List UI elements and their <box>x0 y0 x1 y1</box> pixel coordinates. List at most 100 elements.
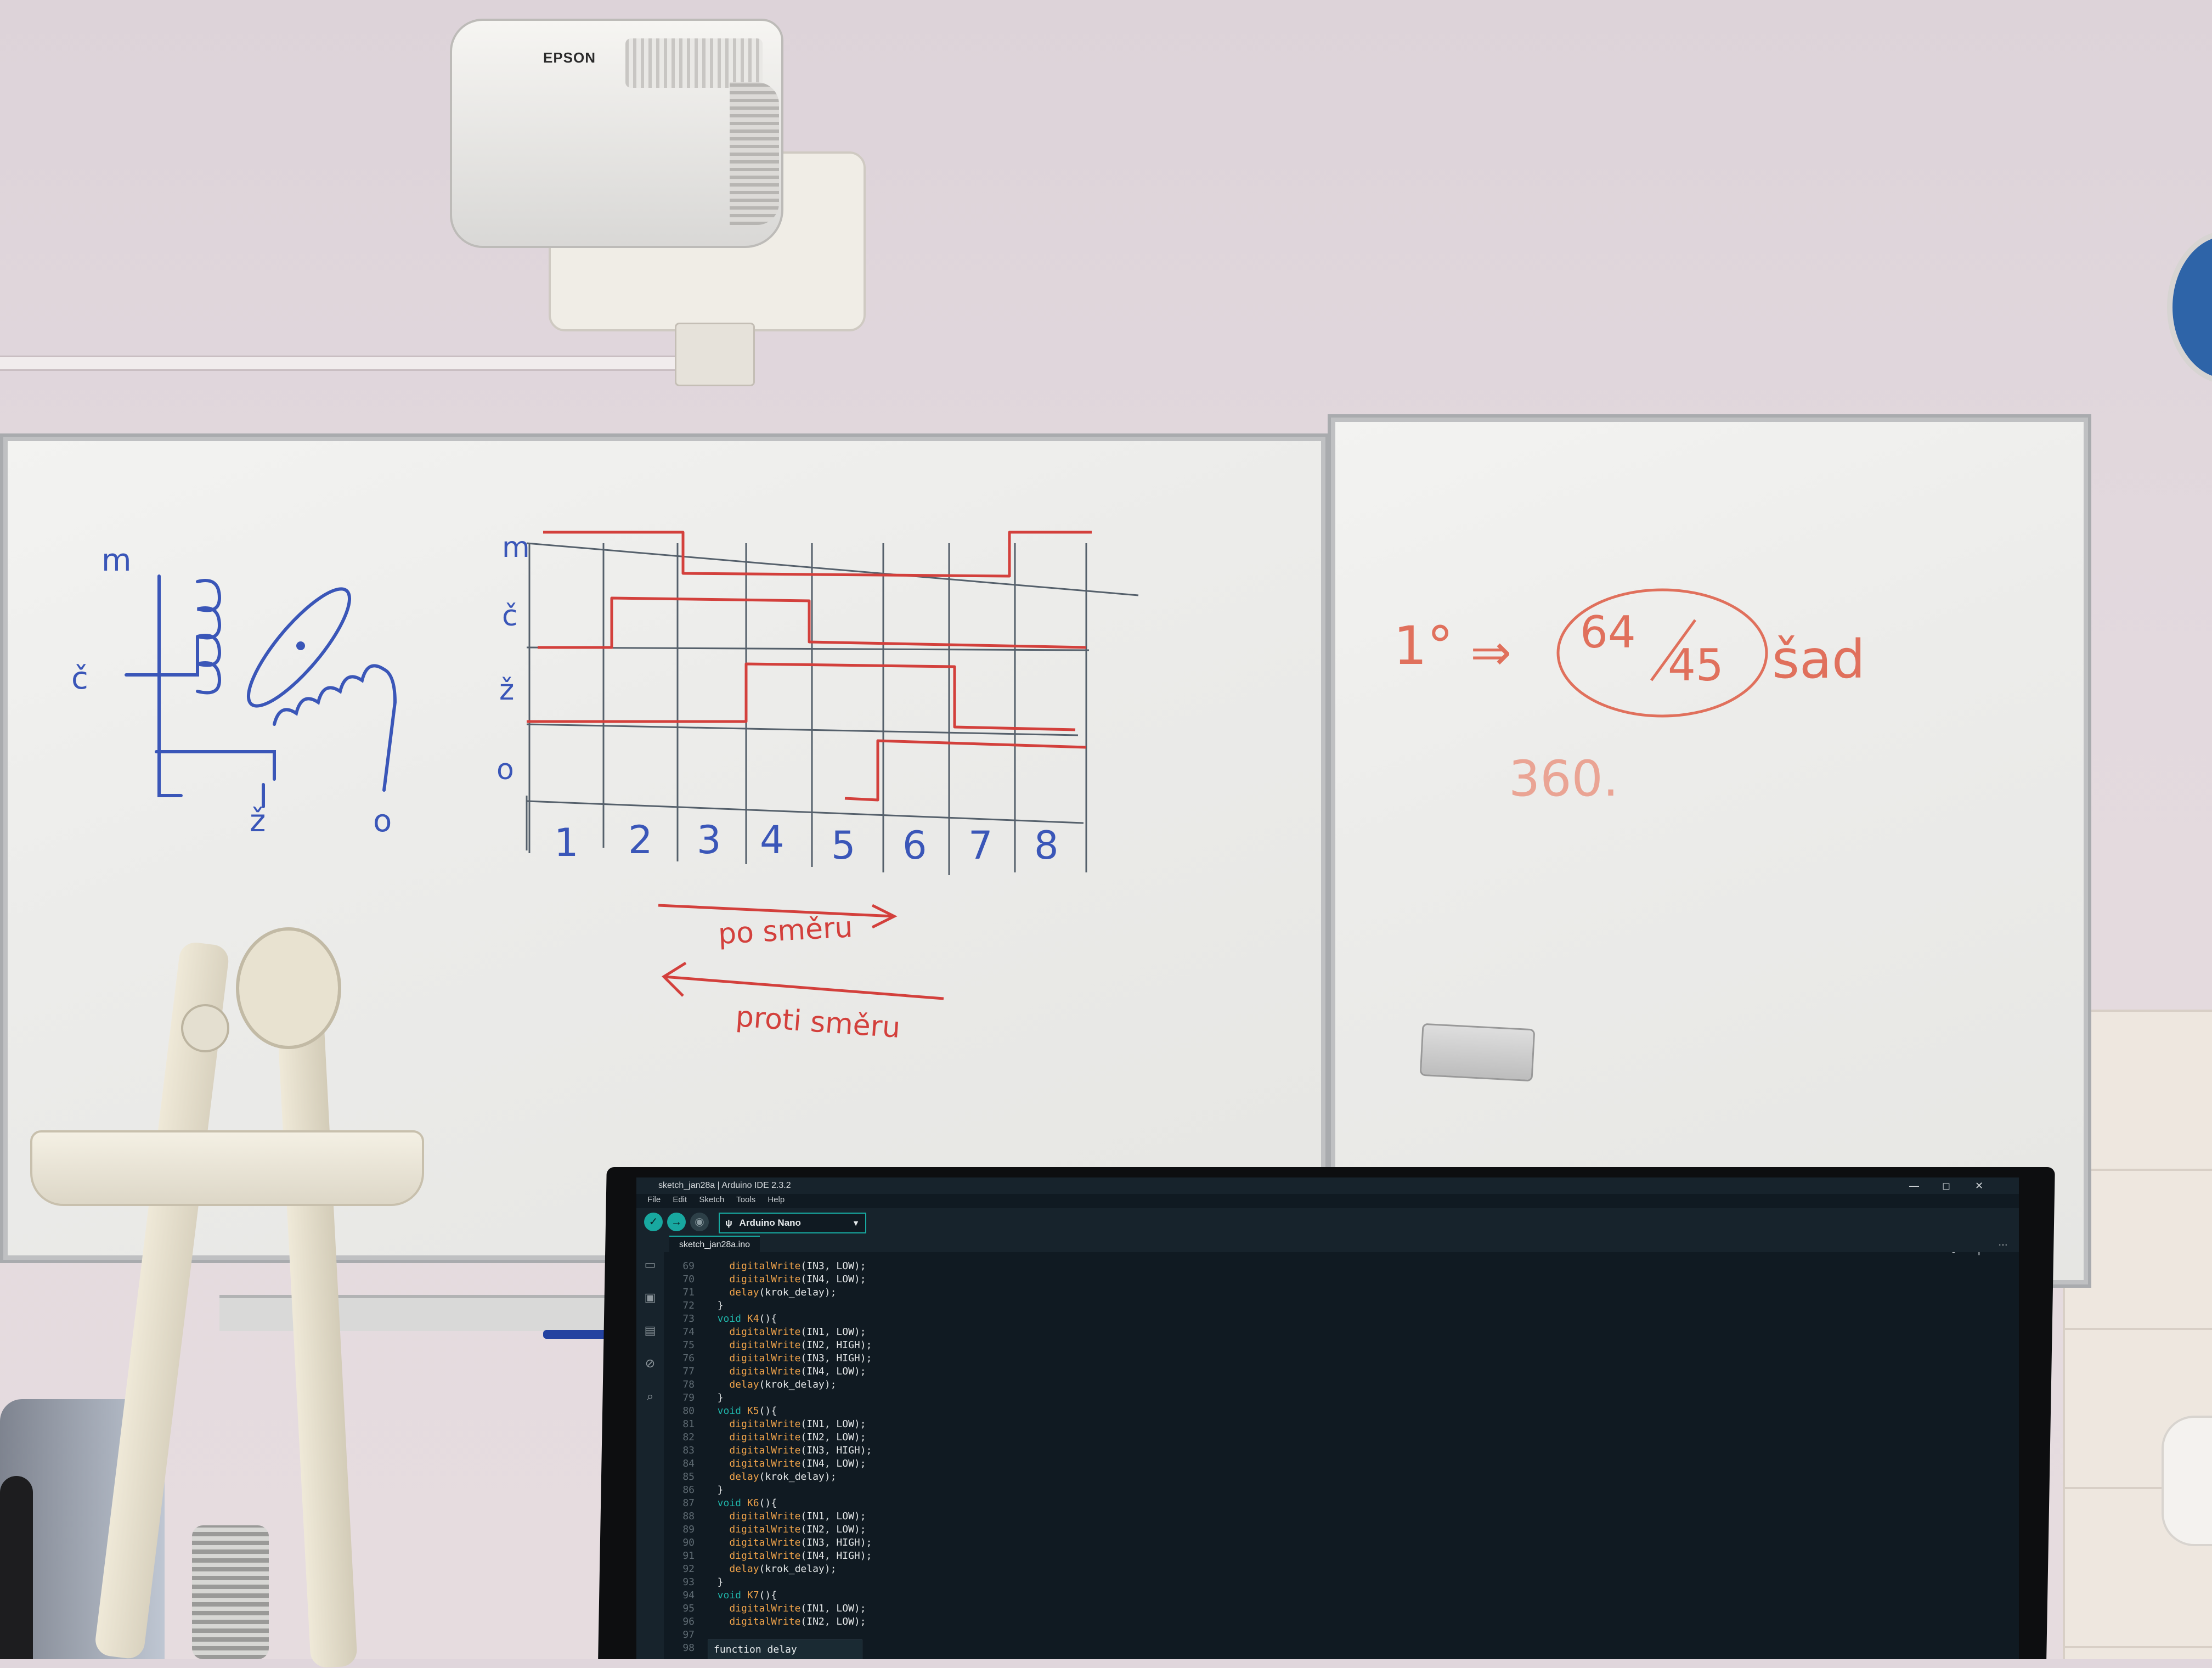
coil-label-c: č <box>71 661 88 696</box>
verify-button[interactable]: ✓ <box>644 1213 663 1231</box>
code-line: 73 void K4(){ <box>667 1312 872 1326</box>
chevron-down-icon: ▼ <box>852 1219 860 1227</box>
tab-sketch[interactable]: sketch_jan28a.ino <box>669 1236 760 1253</box>
boards-manager-icon[interactable]: ▣ <box>644 1291 656 1304</box>
code-token: (IN1, LOW); <box>800 1603 866 1614</box>
whiteboard-right-frame <box>1328 414 2091 1288</box>
projector-sensor <box>675 323 755 386</box>
menu-tools[interactable]: Tools <box>736 1195 756 1204</box>
code-token: digitalWrite <box>706 1458 801 1469</box>
formula-arrow: ⇒ <box>1470 624 1511 681</box>
board-selector[interactable]: ψ Arduino Nano ▼ <box>719 1213 866 1233</box>
line-number: 92 <box>682 1563 695 1575</box>
code-token: void <box>706 1590 747 1601</box>
line-number: 82 <box>682 1432 695 1443</box>
degree-formula: 1° ⇒ 64 45 šad 360. <box>1393 607 1865 808</box>
code-line: 78 delay(krok_delay); <box>667 1378 872 1391</box>
editor-tabs: sketch_jan28a.ino … <box>664 1236 2019 1253</box>
menu-file[interactable]: File <box>647 1195 661 1204</box>
code-token: digitalWrite <box>706 1260 801 1272</box>
coil-label-m: m <box>101 543 132 578</box>
formula-360: 360. <box>1509 750 1618 808</box>
projector-brand: EPSON <box>543 49 596 66</box>
code-line: 86 } <box>667 1484 872 1497</box>
step-5: 5 <box>831 823 856 868</box>
code-token: delay <box>706 1563 759 1575</box>
timing-grid <box>526 542 1139 875</box>
code-token: (IN4, LOW); <box>800 1458 866 1469</box>
reverse-label: proti směru <box>735 1000 901 1045</box>
lamp-joint <box>236 927 341 1049</box>
code-editor[interactable]: 69 digitalWrite(IN3, LOW);70 digitalWrit… <box>667 1260 872 1655</box>
wall-rail <box>0 356 691 371</box>
code-token: digitalWrite <box>706 1511 801 1522</box>
menu-edit[interactable]: Edit <box>673 1195 687 1204</box>
line-number: 94 <box>682 1590 695 1601</box>
code-line: 83 digitalWrite(IN3, HIGH); <box>667 1444 872 1457</box>
code-token: (IN3, LOW); <box>800 1260 866 1272</box>
close-icon[interactable]: ✕ <box>1975 1180 1984 1191</box>
projector-side-vent <box>730 82 779 225</box>
lamp-spring <box>192 1525 269 1659</box>
folder-icon[interactable]: ▭ <box>644 1258 656 1271</box>
debug-button[interactable]: ◉ <box>690 1213 709 1231</box>
code-line: 70 digitalWrite(IN4, LOW); <box>667 1273 872 1286</box>
code-token: (){ <box>759 1313 777 1325</box>
code-line: 81 digitalWrite(IN1, LOW); <box>667 1418 872 1431</box>
code-token: void <box>706 1405 747 1417</box>
code-token: (IN2, LOW); <box>800 1432 866 1443</box>
whiteboard-left <box>8 441 1321 1255</box>
line-number: 98 <box>682 1642 695 1654</box>
code-line: 77 digitalWrite(IN4, LOW); <box>667 1365 872 1378</box>
line-number: 74 <box>682 1326 695 1338</box>
code-token: (krok_delay); <box>759 1287 837 1298</box>
ide-sidebar: ▭ ▣ ▤ ⊘ ⌕ <box>636 1236 664 1659</box>
formula-one-degree: 1° <box>1393 615 1453 677</box>
code-token: (krok_delay); <box>759 1471 837 1483</box>
code-token: void <box>706 1497 747 1509</box>
code-token: digitalWrite <box>706 1603 801 1614</box>
code-token: (IN1, LOW); <box>800 1326 866 1338</box>
code-token: digitalWrite <box>706 1353 801 1364</box>
line-number: 83 <box>682 1445 695 1456</box>
monitor-screen: sketch_jan28a | Arduino IDE 2.3.2 — ◻ ✕ … <box>636 1177 2019 1659</box>
window-title: sketch_jan28a | Arduino IDE 2.3.2 <box>658 1181 791 1190</box>
step-2: 2 <box>628 818 653 863</box>
code-token: digitalWrite <box>706 1339 801 1351</box>
code-token: digitalWrite <box>706 1273 801 1285</box>
line-number: 77 <box>682 1366 695 1377</box>
step-7: 7 <box>968 823 993 868</box>
menu-sketch[interactable]: Sketch <box>699 1195 725 1204</box>
code-line: 84 digitalWrite(IN4, LOW); <box>667 1457 872 1470</box>
search-icon[interactable]: ⌕ <box>646 1389 654 1403</box>
code-token: digitalWrite <box>706 1616 801 1627</box>
minimize-icon[interactable]: — <box>1909 1180 1919 1191</box>
restore-icon[interactable]: ◻ <box>1942 1180 1950 1191</box>
code-token: K5 <box>747 1405 759 1417</box>
forward-label: po směru <box>718 911 854 951</box>
line-number: 90 <box>682 1537 695 1548</box>
code-token: digitalWrite <box>706 1418 801 1430</box>
debug-icon[interactable]: ⊘ <box>645 1356 656 1370</box>
board-name: Arduino Nano <box>739 1218 801 1228</box>
wall-sink <box>2162 1416 2212 1546</box>
more-options-icon[interactable]: … <box>1998 1237 2008 1248</box>
code-token: } <box>706 1300 724 1311</box>
library-manager-icon[interactable]: ▤ <box>644 1323 656 1337</box>
code-token: (){ <box>759 1590 777 1601</box>
code-token: digitalWrite <box>706 1366 801 1377</box>
code-token: K7 <box>747 1590 759 1601</box>
step-4: 4 <box>760 818 785 863</box>
row-label-o: o <box>496 753 514 786</box>
formula-numerator: 64 <box>1580 607 1636 658</box>
menu-help[interactable]: Help <box>768 1195 785 1204</box>
formula-denominator: 45 <box>1668 640 1724 691</box>
whiteboard-right <box>1335 422 2084 1280</box>
code-token: (){ <box>759 1405 777 1417</box>
code-token: (IN3, HIGH); <box>800 1353 872 1364</box>
step-1: 1 <box>554 820 579 865</box>
upload-button[interactable]: → <box>667 1213 686 1231</box>
direction-arrows <box>658 904 944 1000</box>
code-line: 90 digitalWrite(IN3, HIGH); <box>667 1536 872 1549</box>
